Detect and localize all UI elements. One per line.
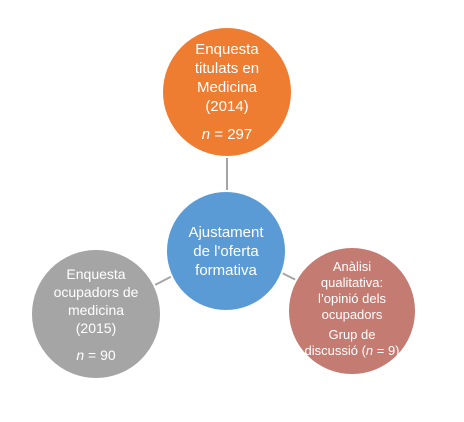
node-line: de l'oferta: [193, 242, 259, 260]
sample-size: n = 90: [76, 346, 115, 364]
node-line: titulats en: [194, 60, 260, 77]
node-line: qualitativa:: [320, 275, 384, 290]
n-value: = 90: [84, 346, 116, 363]
node-line: Ajustament: [188, 223, 264, 241]
node-line: formativa: [195, 261, 257, 279]
node-line: medicina: [67, 301, 125, 318]
node-line: l’opinió dels: [318, 291, 386, 306]
node-line: Anàlisi: [332, 259, 372, 274]
node-survey-graduates: Enquesta titulats en Medicina (2014) n =…: [161, 26, 293, 158]
node-line: ocupadors: [321, 307, 383, 322]
n-value: = 297: [210, 126, 253, 143]
n-symbol: n: [201, 126, 211, 143]
text-prefix: discussió (: [304, 343, 366, 358]
focus-group-size: discussió (n = 9): [304, 343, 399, 359]
node-line: (2015): [75, 319, 117, 336]
n-symbol: n: [365, 343, 374, 358]
sample-size: n = 297: [202, 125, 252, 144]
node-line: Enquesta: [195, 41, 259, 58]
node-line: Enquesta: [66, 265, 126, 282]
node-line: (2014): [205, 98, 249, 115]
text-suffix: = 9): [373, 343, 400, 358]
node-qualitative-analysis: Anàlisi qualitativa: l’opinió dels ocupa…: [287, 246, 417, 376]
node-survey-employers: Enquesta ocupadors de medicina (2015) n …: [30, 248, 162, 380]
node-line: Grup de: [328, 327, 376, 342]
n-symbol: n: [76, 346, 85, 363]
node-line: Medicina: [196, 79, 258, 96]
node-line: ocupadors de: [53, 283, 139, 300]
node-training-adjustment: Ajustament de l'oferta formativa: [165, 190, 287, 312]
